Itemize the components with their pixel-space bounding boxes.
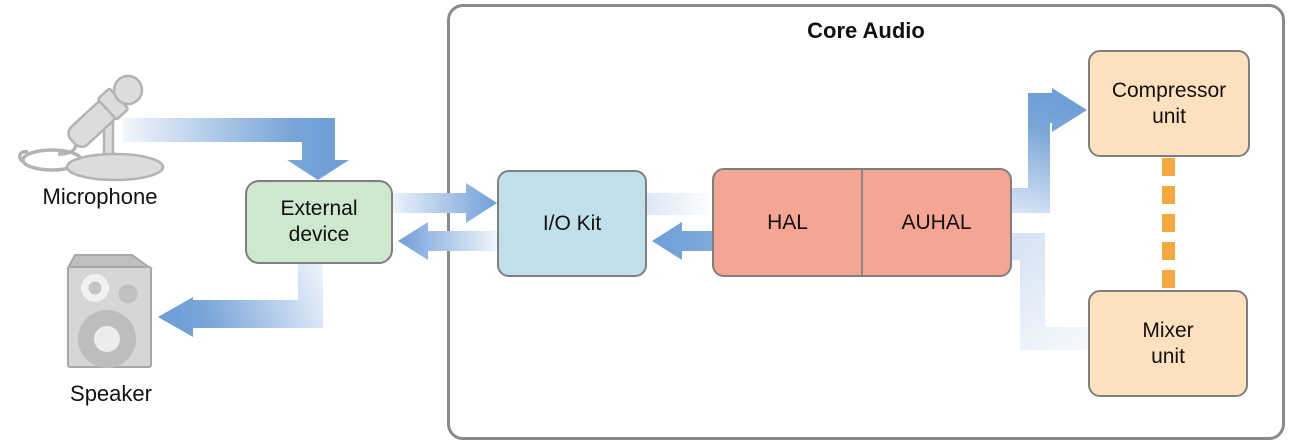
hal-auhal-box: HAL AUHAL: [712, 168, 1012, 277]
compressor-unit-box: Compressor unit: [1088, 50, 1250, 157]
arrow-auhal-to-compressor-unit: [1012, 88, 1087, 213]
external-device-box: External device: [245, 180, 393, 264]
microphone-icon: [17, 74, 165, 182]
loudspeaker-icon: [66, 254, 154, 368]
auhal-cell: AUHAL: [863, 170, 1010, 275]
hal-label: HAL: [767, 210, 808, 234]
mixer-unit-box: Mixer unit: [1088, 290, 1248, 397]
arrow-io-kit-to-external-device: [398, 222, 497, 260]
mixer-unit-label: Mixer unit: [1142, 318, 1194, 368]
speaker-label: Speaker: [70, 381, 152, 406]
io-kit-box: I/O Kit: [497, 170, 647, 277]
microphone-label: Microphone: [42, 184, 158, 209]
auhal-label: AUHAL: [901, 210, 972, 234]
hal-cell: HAL: [714, 170, 863, 275]
band-mixer-unit-to-auhal: [1012, 233, 1088, 350]
compressor-unit-label: Compressor unit: [1111, 78, 1227, 128]
band-io-kit-to-hal: [647, 193, 712, 215]
io-kit-label: I/O Kit: [542, 211, 602, 235]
external-device-label: External device: [280, 197, 358, 246]
core-audio-title: Core Audio: [807, 18, 925, 43]
arrow-external-device-to-io-kit: [393, 183, 497, 223]
arrow-microphone-to-external-device: [123, 118, 349, 180]
arrow-external-device-to-speaker: [158, 263, 323, 337]
arrow-hal-to-io-kit: [652, 222, 712, 260]
